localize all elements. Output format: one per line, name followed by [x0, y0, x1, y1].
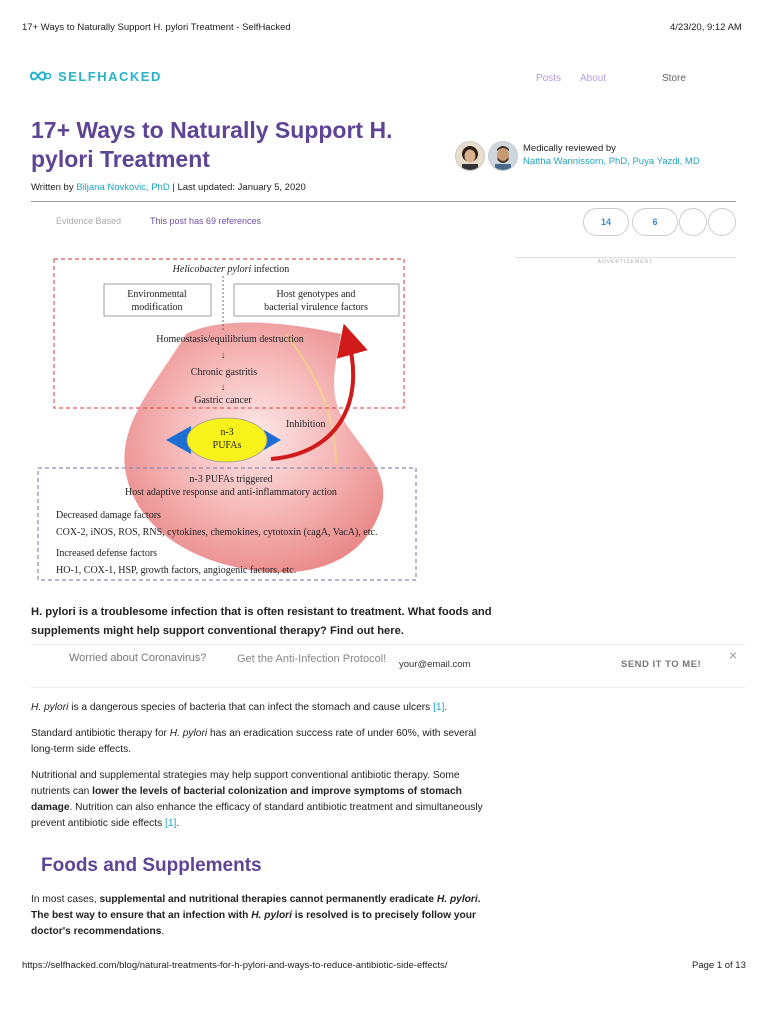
lead-paragraph: H. pylori is a troublesome infection tha… — [31, 606, 492, 637]
author-link[interactable]: Biljana Novkovic, PhD — [76, 182, 170, 193]
references-link[interactable]: This post has 69 references — [150, 216, 262, 226]
article-title: 17+ Ways to Naturally Support H. pylori … — [31, 117, 393, 172]
adaptive-label: Host adaptive response and anti-inflamma… — [125, 487, 337, 498]
advertisement-label: ADVERTISEMENT — [515, 257, 736, 265]
promo-question: Worried about Coronavirus? — [69, 652, 207, 664]
p2-pre: Standard antibiotic therapy for — [31, 728, 170, 739]
p3-end: . — [176, 818, 180, 829]
p2-text: has an eradication success rate of under… — [31, 728, 477, 755]
last-updated: Last updated: January 5, 2020 — [177, 182, 306, 193]
byline: Written by Biljana Novkovic, PhD | Last … — [31, 182, 306, 193]
article-figure: Helicobacter pylori infection Environmen… — [37, 258, 417, 581]
p4-bold-3: is resolved is to precisely follow your … — [31, 910, 476, 937]
byline-prefix: Written by — [31, 182, 77, 193]
nav-store[interactable]: Store — [662, 73, 686, 84]
print-header-title: 17+ Ways to Naturally Support H. pylori … — [22, 22, 291, 33]
env-line1: Environmental — [127, 289, 187, 300]
evidence-based-label[interactable]: Evidence Based — [56, 216, 122, 226]
p4-italic: H. pylori — [436, 894, 478, 905]
inhibition-arrow — [270, 323, 368, 461]
decreased-title: Decreased damage factors — [56, 510, 161, 521]
p1-end: . — [444, 702, 448, 713]
p4-bold-2: . The best way to ensure that an infecti… — [31, 894, 481, 921]
reviewed-by-label: Medically reviewed by — [523, 143, 616, 154]
nav-posts[interactable]: Posts — [536, 73, 562, 84]
pufa-arrow-right — [264, 430, 281, 450]
p3-c: . Nutrition can also enhance the efficac… — [31, 802, 483, 829]
arrow-down-2: ↓ — [221, 382, 226, 393]
ref-link-2[interactable]: [1] — [165, 818, 177, 829]
promo-offer: Get the Anti-Infection Protocol! — [237, 653, 387, 665]
p1-text: is a dangerous species of bacteria that … — [68, 702, 434, 713]
triggered-label: n-3 PUFAs triggered — [189, 474, 272, 485]
p2-italic: H. pylori — [169, 728, 208, 739]
site-logo[interactable]: SELFHACKED — [30, 68, 162, 84]
p4-a: In most cases, — [31, 894, 100, 905]
email-input[interactable]: your@email.com — [399, 659, 471, 670]
nav-about[interactable]: About — [580, 73, 607, 84]
paragraph-4: In most cases, supplemental and nutritio… — [31, 892, 491, 940]
pufa-ellipse — [186, 417, 268, 463]
print-header-datetime: 4/23/20, 9:12 AM — [670, 22, 742, 33]
host-line1: Host genotypes and — [277, 289, 356, 300]
share-button-3[interactable] — [679, 208, 707, 236]
host-line2: bacterial virulence factors — [264, 302, 368, 313]
share-count-2[interactable]: 6 — [632, 208, 678, 236]
ref-link-1[interactable]: [1] — [433, 702, 445, 713]
cancer-label: Gastric cancer — [194, 395, 252, 406]
pufa-line1: n-3 — [220, 427, 233, 438]
increased-items: HO-1, COX-1, HSP, growth factors, angiog… — [56, 565, 296, 576]
close-icon[interactable]: × — [729, 647, 738, 663]
send-button[interactable]: SEND IT TO ME! — [621, 659, 702, 670]
p4-bold: supplemental and nutritional therapies c… — [99, 894, 437, 905]
p4-end: . — [161, 926, 165, 937]
gastritis-label: Chronic gastritis — [191, 367, 257, 378]
decreased-items: COX-2, iNOS, ROS, RNS, cytokines, chemok… — [56, 527, 377, 538]
paragraph-2: Standard antibiotic therapy for H. pylor… — [31, 726, 491, 758]
paragraph-1: H. pylori is a dangerous species of bact… — [31, 700, 491, 716]
reviewer-names[interactable]: Nattha Wannissorn, PhD, Puya Yazdi, MD — [523, 156, 700, 167]
pufa-arrow-left — [166, 426, 191, 454]
arrow-down-1: ↓ — [221, 350, 226, 361]
logo-text: SELFHACKED — [58, 68, 162, 84]
logo-icon — [30, 71, 52, 81]
infection-box — [53, 258, 405, 409]
increased-title: Increased defense factors — [56, 548, 157, 559]
response-box — [37, 467, 417, 581]
paragraph-3: Nutritional and supplemental strategies … — [31, 768, 491, 832]
reviewer-avatar-1[interactable] — [455, 141, 485, 171]
section-heading: Foods and Supplements — [41, 855, 262, 876]
reviewer-avatar-2[interactable] — [488, 141, 518, 171]
inhibition-label: Inhibition — [286, 419, 325, 430]
share-button-4[interactable] — [708, 208, 736, 236]
footer-url: https://selfhacked.com/blog/natural-trea… — [22, 960, 448, 971]
p3-bold: lower the levels of bacterial colonizati… — [31, 786, 462, 813]
p1-italic: H. pylori — [31, 702, 69, 713]
promo-bar: Worried about Coronavirus? Get the Anti-… — [31, 644, 745, 688]
homeostasis-label: Homeostasis/equilibrium destruction — [156, 334, 303, 345]
pufa-line2: PUFAs — [213, 440, 242, 451]
page-number: Page 1 of 13 — [692, 960, 746, 971]
divider — [31, 201, 736, 202]
byline-sep: | — [169, 182, 178, 193]
p3-a: Nutritional and supplemental strategies … — [31, 770, 460, 797]
p4-italic-2: H. pylori — [251, 910, 292, 921]
share-count-1[interactable]: 14 — [583, 208, 629, 236]
env-line2: modification — [131, 302, 182, 313]
infection-label: Helicobacter pylori infection — [172, 264, 290, 275]
